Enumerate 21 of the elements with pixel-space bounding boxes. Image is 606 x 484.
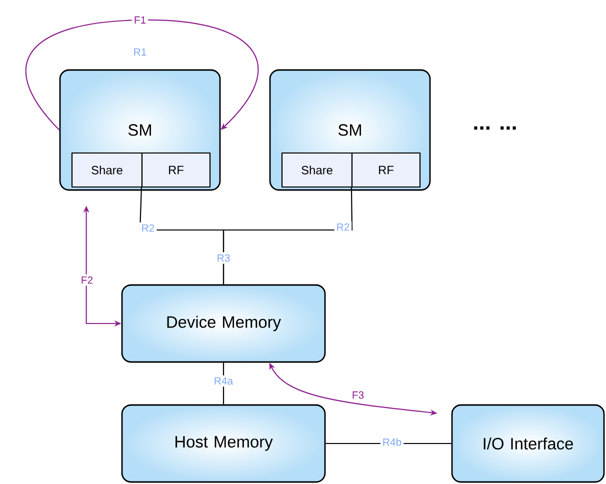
edge-label: F3 [350,389,366,401]
arrow [26,19,259,130]
connector-line [222,362,224,404]
connector-line [326,442,452,444]
link-label: R3 [214,252,232,264]
memory-cell: Share [71,152,143,188]
component-box: Host Memory [121,404,326,483]
ellipsis-text: ... ... [474,126,516,130]
memory-cell: Share [281,152,353,188]
component-box: I/O Interface [451,404,605,483]
edge-label: R4a [212,375,236,387]
connector-line [222,188,353,284]
edge-label: F2 [78,274,96,286]
edge-label: R2 [334,221,352,233]
memory-cell: RF [351,152,421,188]
link-label: R1 [131,46,149,58]
memory-cell: RF [141,152,211,188]
edge-label: R2 [139,222,157,234]
edge-label: F1 [132,14,148,26]
component-box: Device Memory [121,284,326,363]
edge-label: R4b [380,436,404,448]
